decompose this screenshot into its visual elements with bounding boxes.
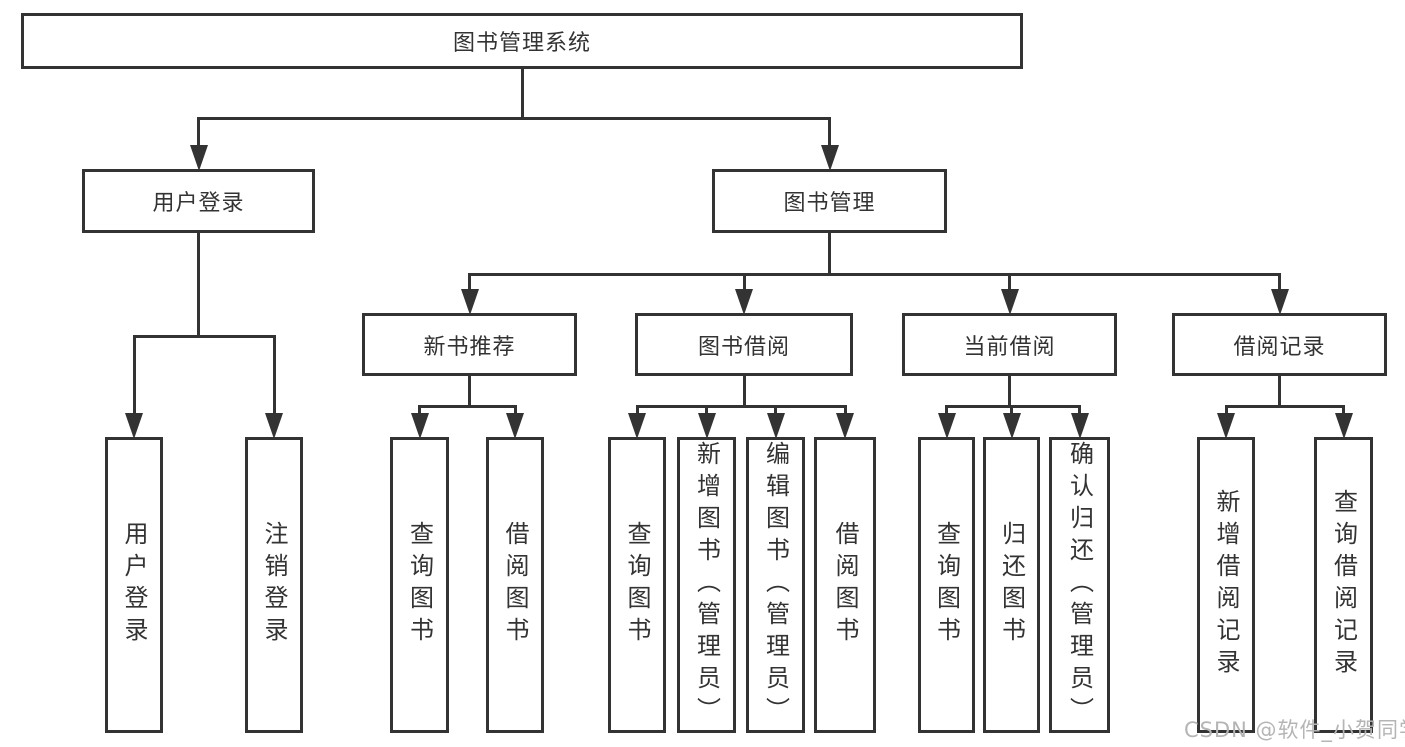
arrow-down-icon	[1334, 413, 1353, 439]
node-label: 借阅记录	[1233, 334, 1326, 360]
node-label: 新书推荐	[423, 334, 516, 360]
node-label: 新增借阅记录	[1212, 489, 1240, 681]
node-leaf-logout: 注销登录	[245, 437, 303, 733]
node-label: 用户登录	[152, 191, 245, 216]
node-label: 归还图书	[997, 521, 1026, 649]
node-label: 查询图书	[623, 521, 651, 649]
arrow-down-icon	[1002, 413, 1021, 439]
arrow-down-icon	[265, 413, 283, 439]
connector-stub	[520, 67, 524, 120]
connector-stub	[1008, 374, 1011, 408]
connector-stub	[828, 231, 831, 276]
node-borrow-records: 借阅记录	[1172, 313, 1387, 376]
node-leaf-edit-book: 编辑图书（管理员）	[746, 437, 805, 733]
connector-stub	[468, 374, 471, 408]
arrow-down-icon	[1217, 413, 1235, 439]
connector-stub	[197, 231, 200, 338]
connector-bus	[1224, 405, 1345, 408]
connector-stub	[742, 374, 746, 408]
node-leaf-borrow-book-2: 借阅图书	[814, 437, 876, 733]
node-label: 图书借阅	[697, 334, 790, 360]
node-leaf-query-book-1: 查询图书	[390, 437, 449, 733]
node-leaf-confirm-return: 确认归还（管理员）	[1049, 437, 1110, 733]
node-label: 用户登录	[120, 521, 148, 649]
node-leaf-user-login: 用户登录	[105, 437, 163, 733]
connector-drop	[828, 117, 831, 159]
arrow-down-icon	[628, 413, 646, 439]
node-leaf-add-record: 新增借阅记录	[1197, 437, 1255, 733]
watermark: CSDN @软件_小贺同学	[1184, 718, 1405, 742]
node-book-mgmt: 图书管理	[712, 169, 947, 233]
node-leaf-return-book: 归还图书	[983, 437, 1040, 733]
connector-bus	[468, 273, 1281, 276]
arrow-down-icon	[125, 413, 143, 439]
node-label: 图书管理系统	[452, 31, 591, 56]
connector-bus	[945, 405, 1081, 408]
connector-drop	[132, 335, 136, 427]
arrow-down-icon	[836, 413, 854, 439]
connector-stub	[1278, 374, 1281, 408]
node-label: 编辑图书（管理员）	[761, 441, 790, 729]
arrow-down-icon	[506, 413, 524, 439]
connector-drop	[272, 335, 276, 427]
connector-drop	[1008, 273, 1011, 303]
connector-bus	[132, 335, 276, 338]
node-leaf-add-book: 新增图书（管理员）	[677, 437, 736, 733]
arrow-down-icon	[766, 413, 785, 439]
arrow-down-icon	[460, 289, 479, 315]
arrow-down-icon	[1270, 289, 1289, 315]
node-label: 当前借阅	[963, 334, 1056, 360]
node-leaf-borrow-book-1: 借阅图书	[486, 437, 544, 733]
node-current-borrow: 当前借阅	[902, 313, 1117, 376]
node-leaf-query-record: 查询借阅记录	[1314, 437, 1373, 733]
node-new-book-rec: 新书推荐	[362, 313, 577, 376]
node-label: 注销登录	[260, 521, 288, 649]
node-book-borrow: 图书借阅	[635, 313, 853, 376]
node-label: 查询图书	[405, 521, 434, 649]
connector-drop	[742, 273, 746, 303]
arrow-down-icon	[1000, 289, 1019, 315]
connector-drop	[468, 273, 471, 303]
arrow-down-icon	[735, 289, 753, 315]
node-root: 图书管理系统	[21, 13, 1023, 69]
node-leaf-query-book-2: 查询图书	[608, 437, 666, 733]
node-label: 查询借阅记录	[1329, 489, 1358, 681]
node-label: 确认归还（管理员）	[1065, 441, 1094, 729]
connector-bus	[418, 405, 517, 408]
arrow-down-icon	[937, 413, 956, 439]
connector-bus	[635, 405, 847, 408]
connector-bus	[197, 117, 831, 120]
node-user-login: 用户登录	[82, 169, 315, 233]
arrow-down-icon	[697, 413, 716, 439]
node-label: 借阅图书	[501, 521, 529, 649]
arrow-down-icon	[189, 145, 208, 171]
arrow-down-icon	[410, 413, 429, 439]
arrow-down-icon	[820, 145, 839, 171]
node-label: 借阅图书	[831, 521, 859, 649]
node-label: 图书管理	[783, 191, 876, 216]
node-leaf-query-book-3: 查询图书	[918, 437, 975, 733]
node-label: 新增图书（管理员）	[692, 441, 721, 729]
arrow-down-icon	[1070, 413, 1089, 439]
connector-drop	[197, 117, 200, 159]
connector-drop	[1278, 273, 1281, 303]
node-label: 查询图书	[932, 521, 961, 649]
